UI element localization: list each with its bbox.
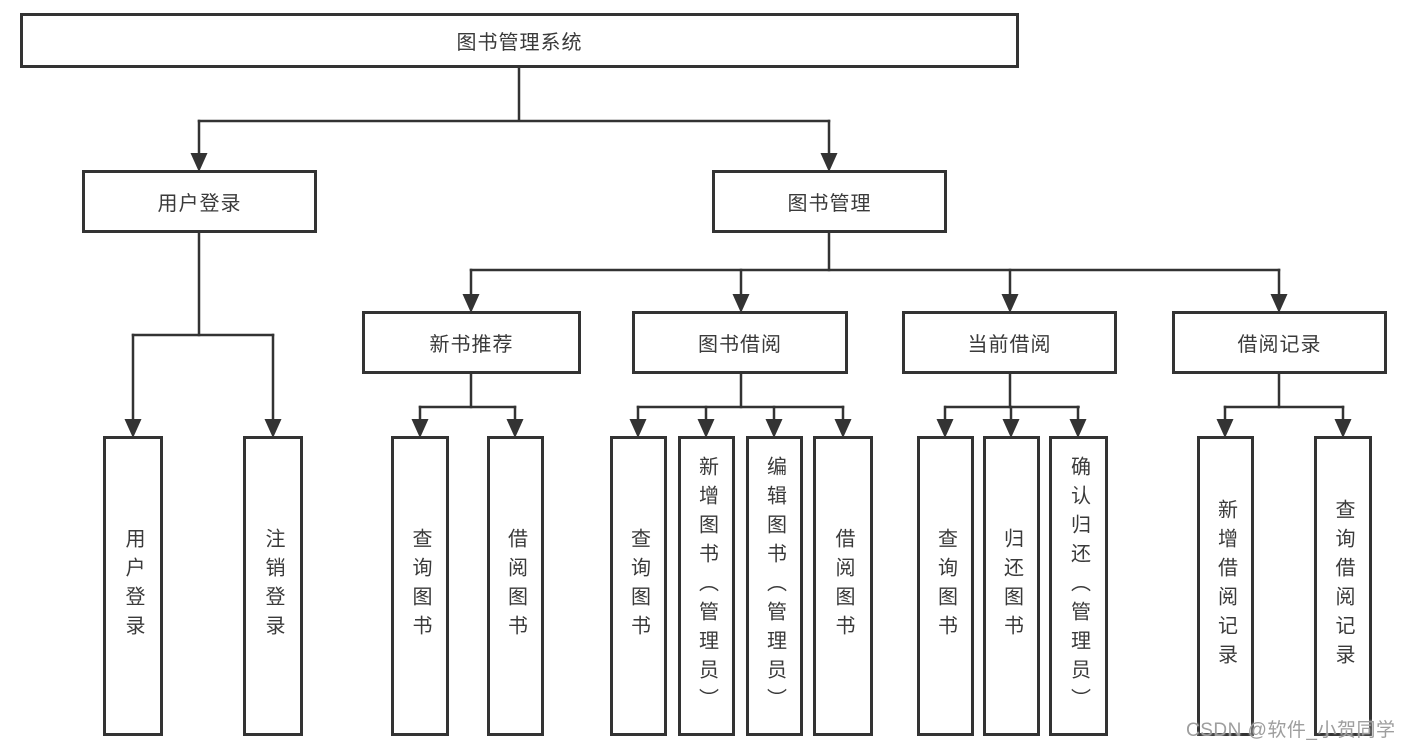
csdn-watermark: CSDN @软件_小贺同学 [1186,720,1396,741]
leaf-query-books-borrow-label: 查询图书 [627,528,650,644]
leaf-user-login-label: 用户登录 [122,528,144,644]
leaf-query-borrow-record: 查询借阅记录 [1314,436,1372,736]
leaf-borrow-books-recommend: 借阅图书 [487,436,544,736]
node-user-login-label: 用户登录 [157,193,242,215]
leaf-return-books-label: 归还图书 [1000,528,1023,644]
node-borrow-records: 借阅记录 [1172,311,1387,374]
node-book-management-label: 图书管理 [787,193,872,215]
leaf-user-login: 用户登录 [103,436,163,736]
node-current-borrow: 当前借阅 [902,311,1117,374]
leaf-confirm-return-admin-label: 确认归还（管理员） [1067,455,1090,717]
leaf-add-borrow-record-label: 新增借阅记录 [1214,499,1237,673]
leaf-query-books-current: 查询图书 [917,436,974,736]
leaf-return-books: 归还图书 [983,436,1040,736]
leaf-logout-label: 注销登录 [262,528,284,644]
leaf-query-borrow-record-label: 查询借阅记录 [1332,499,1354,673]
leaf-edit-books-admin: 编辑图书（管理员） [746,436,803,736]
node-user-login: 用户登录 [82,170,317,233]
leaf-query-books-borrow: 查询图书 [610,436,667,736]
node-new-book-recommend-label: 新书推荐 [429,334,514,356]
leaf-confirm-return-admin: 确认归还（管理员） [1049,436,1108,736]
node-root: 图书管理系统 [20,13,1019,68]
node-borrow-records-label: 借阅记录 [1237,334,1322,356]
leaf-borrow-books-borrow: 借阅图书 [813,436,873,736]
leaf-borrow-books-recommend-label: 借阅图书 [504,528,527,644]
node-root-label: 图书管理系统 [456,32,583,54]
leaf-add-books-admin-label: 新增图书（管理员） [695,455,718,717]
node-book-management: 图书管理 [712,170,947,233]
node-new-book-recommend: 新书推荐 [362,311,581,374]
leaf-query-books-recommend: 查询图书 [391,436,449,736]
node-current-borrow-label: 当前借阅 [967,334,1052,356]
leaf-query-books-recommend-label: 查询图书 [409,528,431,644]
leaf-borrow-books-borrow-label: 借阅图书 [832,528,854,644]
leaf-add-books-admin: 新增图书（管理员） [678,436,735,736]
leaf-add-borrow-record: 新增借阅记录 [1197,436,1254,736]
leaf-query-books-current-label: 查询图书 [934,528,957,644]
node-book-borrow-label: 图书借阅 [698,334,782,356]
leaf-edit-books-admin-label: 编辑图书（管理员） [763,455,786,717]
node-book-borrow: 图书借阅 [632,311,848,374]
leaf-logout: 注销登录 [243,436,303,736]
